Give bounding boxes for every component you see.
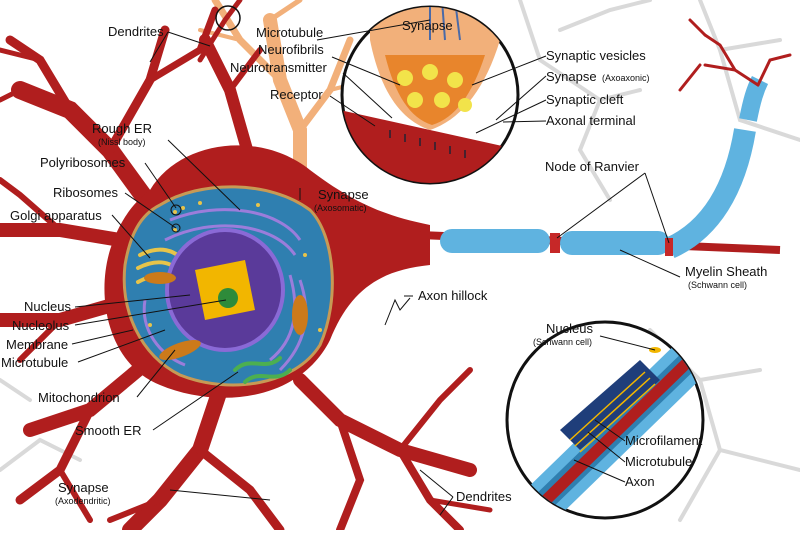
label-synapse-inset-title: Synapse	[402, 18, 453, 33]
label-synaptic-vesicles: Synaptic vesicles	[546, 48, 646, 63]
label-synaptic-cleft: Synaptic cleft	[546, 92, 624, 107]
label-rough-er-sub: (Nissl body)	[98, 137, 146, 147]
label-axonal-terminal: Axonal terminal	[546, 113, 636, 128]
label-neurofibrils: Neurofibrils	[258, 42, 324, 57]
axon-hillock-bracket	[385, 298, 410, 325]
label-polyribosomes: Polyribosomes	[40, 155, 126, 170]
label-nucleus: Nucleus	[24, 299, 71, 314]
label-nucleus-schwann-sub: (Schwann cell)	[533, 337, 592, 347]
label-microtubule-axon: Microtubule	[625, 454, 692, 469]
label-rough-er: Rough ER	[92, 121, 152, 136]
label-synapse-axosomatic: Synapse	[318, 187, 369, 202]
axon-terminal	[680, 20, 790, 90]
label-dendrites-top: Dendrites	[108, 24, 164, 39]
axon-inset	[507, 322, 720, 530]
label-microtubule-left: Microtubule	[1, 355, 68, 370]
label-smooth-er: Smooth ER	[75, 423, 141, 438]
label-myelin-sheath-sub: (Schwann cell)	[688, 280, 747, 290]
label-synapse-axodendritic-sub: (Axodendritic)	[55, 496, 111, 506]
label-synapse-axosomatic-sub: (Axosomatic)	[314, 203, 367, 213]
label-receptor: Receptor	[270, 87, 323, 102]
label-nucleolus: Nucleolus	[12, 318, 70, 333]
label-nucleus-schwann: Nucleus	[546, 321, 593, 336]
label-dendrites-bottom: Dendrites	[456, 489, 512, 504]
nucleolus-body	[218, 288, 238, 308]
label-microfilament: Microfilament	[625, 433, 703, 448]
label-ribosomes: Ribosomes	[53, 185, 119, 200]
label-microtubule-top: Microtubule	[256, 25, 323, 40]
label-node-of-ranvier: Node of Ranvier	[545, 159, 640, 174]
label-synapse-axodendritic: Synapse	[58, 480, 109, 495]
label-membrane: Membrane	[6, 337, 68, 352]
label-axon-hillock: Axon hillock	[418, 288, 488, 303]
mitochondrion-a	[292, 295, 308, 335]
label-myelin-sheath: Myelin Sheath	[685, 264, 767, 279]
label-neurotransmitter: Neurotransmitter	[230, 60, 327, 75]
label-synapse-axoaxonic: Synapse	[546, 69, 597, 84]
label-axon: Axon	[625, 474, 655, 489]
label-mitochondrion: Mitochondrion	[38, 390, 120, 405]
label-golgi: Golgi apparatus	[10, 208, 102, 223]
mitochondrion-c	[144, 272, 176, 284]
label-synapse-axoaxonic-sub: (Axoaxonic)	[602, 73, 650, 83]
